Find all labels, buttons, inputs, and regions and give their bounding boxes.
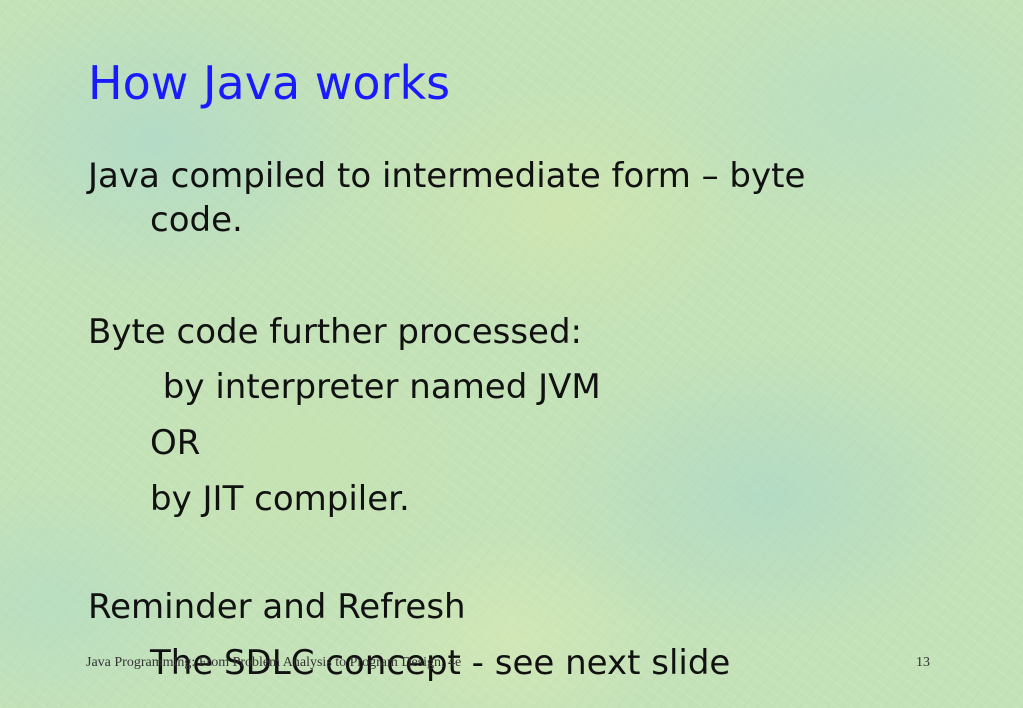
slide-title: How Java works [88,56,451,110]
footer-source: Java Programming: From Problem Analysis … [86,655,462,670]
body-line-jvm: by interpreter named JVM [152,367,601,407]
body-line-reminder: Reminder and Refresh [88,587,466,627]
body-line-code: code. [150,200,243,240]
body-line-java-compiled: Java compiled to intermediate form – byt… [88,156,806,196]
body-line-sdlc: The SDLC concept - see next slide [150,643,731,683]
body-line-jit: by JIT compiler. [150,479,410,519]
page-number: 13 [916,655,930,670]
body-line-byte-code-processed: Byte code further processed: [88,312,582,352]
body-line-or: OR [150,423,201,463]
